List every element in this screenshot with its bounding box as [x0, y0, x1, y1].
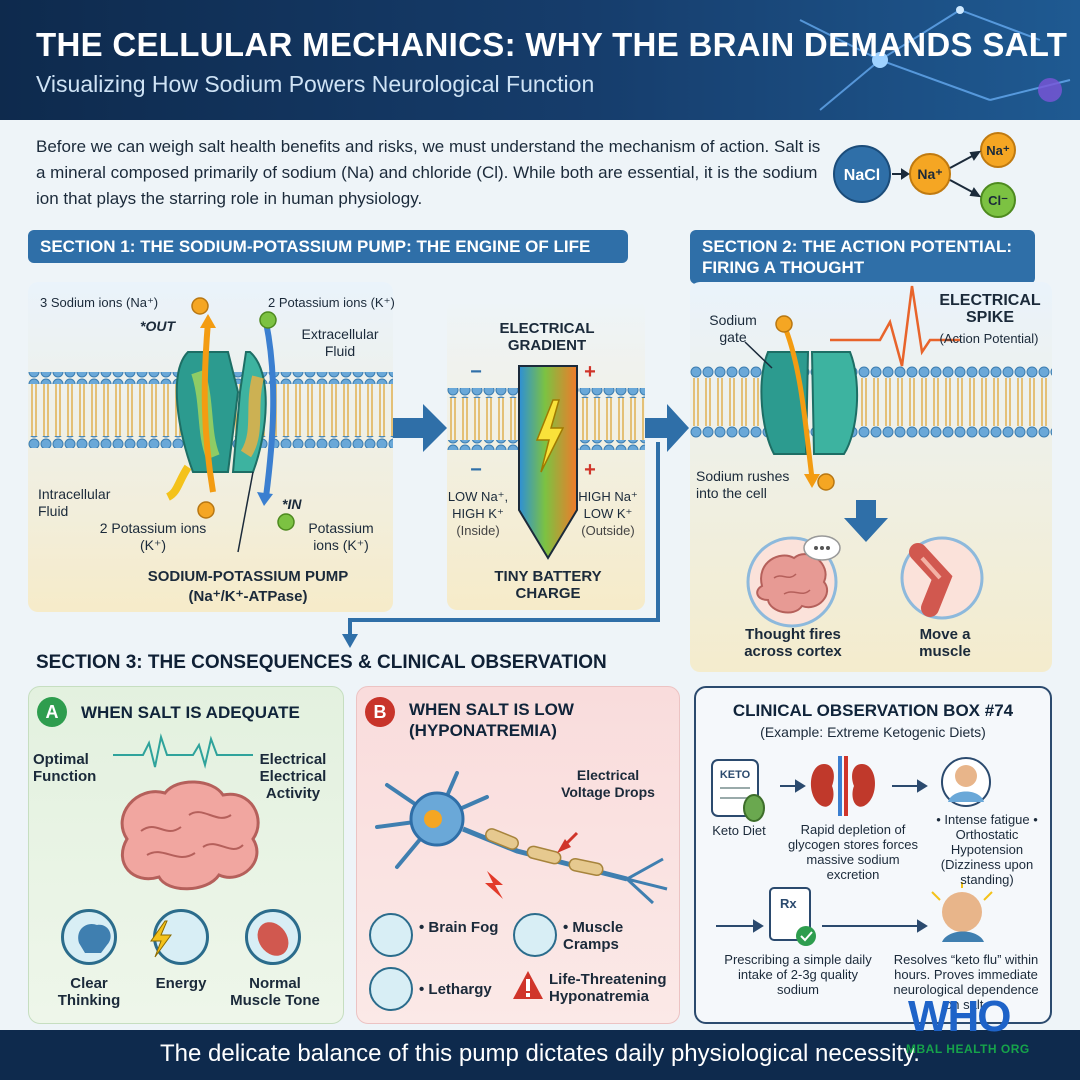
voltage-drop-label: Electrical Voltage Drops — [561, 767, 655, 800]
plus-top-icon: + — [584, 361, 596, 383]
muscle-label: Move a muscle — [919, 626, 971, 660]
neuron-icon — [375, 771, 668, 905]
pump-name-label: SODIUM-POTASSIUM PUMP — [147, 568, 349, 585]
connector-arrow-icon — [342, 442, 660, 648]
na-label: Na⁺ — [917, 166, 942, 182]
icon-label-energy: Energy — [155, 975, 207, 992]
section1-title: SECTION 1: THE SODIUM-POTASSIUM PUMP: TH… — [28, 230, 628, 263]
arrow-to-gradient-icon — [393, 404, 447, 452]
section2-title: SECTION 2: THE ACTION POTENTIAL: FIRING … — [690, 230, 1035, 284]
optimal-label: Optimal Function — [33, 751, 97, 785]
symptom-life-threatening: Life-Threatening Hyponatremia — [549, 971, 667, 1005]
intro-text: Before we can weigh salt health benefits… — [36, 137, 821, 208]
site-logo: WHO MBAL HEALTH ORG — [900, 992, 1070, 1062]
footer-text: The delicate balance of this pump dictat… — [160, 1040, 920, 1067]
minus-bottom-icon: − — [470, 459, 482, 481]
badge-a: A — [37, 697, 67, 727]
activity-label: Electrical Electrical Activity — [259, 751, 327, 802]
out-label: *OUT — [140, 318, 175, 334]
icon-label-clear-thinking: Clear Thinking — [57, 975, 121, 1009]
outside-label: HIGH Na⁺ LOW K⁺ — [578, 489, 638, 521]
gradient-title: ELECTRICAL GRADIENT — [499, 320, 595, 354]
nacl-label: NaCl — [844, 167, 880, 184]
card-c-title: CLINICAL OBSERVATION BOX #74 — [732, 701, 1014, 720]
rx-text: Rx — [780, 896, 797, 911]
potassium-in-left-label: 2 Potassium ions (K⁺) — [99, 520, 207, 553]
symptom-lethargy: • Lethargy — [419, 981, 492, 998]
footer-banner: The delicate balance of this pump dictat… — [0, 1030, 1080, 1080]
sodium-ions-label: 3 Sodium ions (Na⁺) — [40, 295, 159, 310]
step-symptoms: • Intense fatigue • Orthostatic Hypotens… — [936, 812, 1038, 887]
logo-subtext: MBAL HEALTH ORG — [906, 1042, 1030, 1056]
symptom-muscle-cramps: • Muscle Cramps — [563, 919, 624, 953]
in-label: *IN — [282, 496, 302, 512]
minus-top-icon: − — [470, 361, 482, 383]
inside-label: LOW Na⁺, HIGH K⁺ — [447, 489, 509, 521]
potassium-ions-label: 2 Potassium ions (K⁺) — [268, 295, 395, 310]
card-a-icon-glyphs — [78, 920, 289, 958]
step-depletion: Rapid depletion of glycogen stores force… — [787, 822, 919, 882]
card-c-subtitle: (Example: Extreme Ketogenic Diets) — [760, 724, 986, 740]
badge-b: B — [365, 697, 395, 727]
thought-label: Thought fires across cortex — [744, 626, 842, 660]
intracellular-label: Intracellular Fluid — [38, 486, 111, 519]
plus-bottom-icon: + — [584, 459, 596, 481]
page-title: THE CELLULAR MECHANICS: WHY THE BRAIN DE… — [36, 26, 1068, 63]
step-keto-diet: Keto Diet — [712, 823, 766, 838]
battery-caption: TINY BATTERY CHARGE — [494, 568, 602, 602]
sodium-rush-label: Sodium rushes into the cell — [696, 468, 790, 501]
card-b-title: WHEN SALT IS LOW (HYPONATREMIA) — [409, 700, 574, 740]
step-prescription: Prescribing a simple daily intake of 2-3… — [724, 952, 872, 997]
pump-formula-label: (Na⁺/K⁺-ATPase) — [188, 588, 308, 605]
pump-illustration — [28, 297, 393, 553]
section3-title: SECTION 3: THE CONSEQUENCES & CLINICAL O… — [36, 652, 607, 673]
inside-sub-label: (Inside) — [456, 523, 500, 538]
potassium-in-right-label: Potassium ions (K⁺) — [308, 520, 374, 553]
action-potential-illustration — [690, 285, 1052, 628]
clinical-flow-diagram: KETO Rx — [711, 756, 993, 946]
neuron-decoration-icon — [799, 6, 1071, 111]
cl-label: Cl⁻ — [988, 193, 1008, 208]
arrow-to-action-icon — [645, 404, 689, 452]
spike-sub-label: (Action Potential) — [939, 331, 1039, 346]
extracellular-label: Extracellular Fluid — [301, 326, 379, 359]
activity-wave-icon — [113, 733, 253, 769]
lethargy-icon — [369, 967, 413, 1011]
clinical-observation-box: CLINICAL OBSERVATION BOX #74 (Example: E… — [694, 686, 1052, 1024]
icon-label-muscle-tone: Normal Muscle Tone — [230, 975, 320, 1009]
gradient-illustration — [447, 365, 645, 560]
adequate-salt-card: A WHEN SALT IS ADEQUATE Optimal Function… — [28, 686, 344, 1024]
page-subtitle: Visualizing How Sodium Powers Neurologic… — [36, 71, 595, 97]
brain-fog-icon — [369, 913, 413, 957]
step-resolution: Resolves “keto flu” within hours. Proves… — [893, 952, 1039, 1012]
spike-label: ELECTRICAL SPIKE — [939, 292, 1041, 326]
card-a-title: WHEN SALT IS ADEQUATE — [81, 703, 300, 722]
nacl-dissociation-diagram: NaCl Na⁺ Na⁺ Cl⁻ — [833, 132, 1016, 218]
muscle-cramps-icon — [513, 913, 557, 957]
keto-text: KETO — [720, 769, 751, 781]
warning-icon — [513, 971, 543, 999]
symptom-brain-fog: • Brain Fog — [419, 919, 499, 936]
logo-text: WHO — [908, 992, 1012, 1041]
healthy-brain-icon — [120, 780, 260, 891]
sodium-gate-label: Sodium gate — [709, 312, 757, 345]
outside-sub-label: (Outside) — [581, 523, 635, 538]
header-banner: THE CELLULAR MECHANICS: WHY THE BRAIN DE… — [0, 0, 1080, 120]
low-salt-card: B WHEN SALT IS LOW (HYPONATREMIA) Electr… — [356, 686, 680, 1024]
na-out-label: Na⁺ — [986, 143, 1010, 158]
